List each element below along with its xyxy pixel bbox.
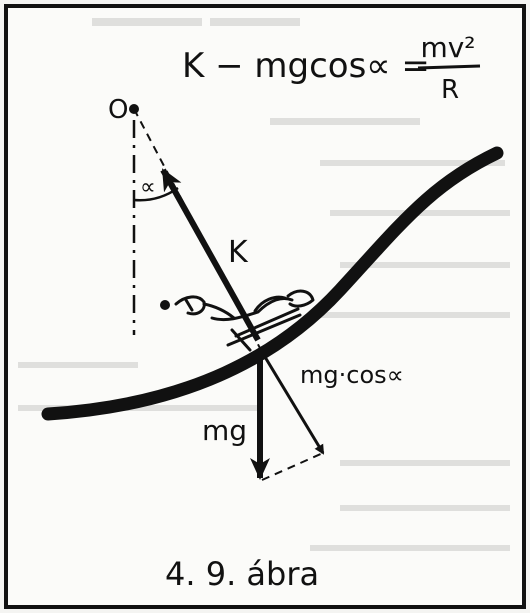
bleed-through-texture [18,18,510,551]
curved-track [41,146,504,421]
force-K-arrow [160,168,261,342]
fraction-bar [417,64,481,70]
projection-line [261,452,324,481]
equation-lhs: K − mgcos∝ = [182,46,430,86]
equation-denominator: R [441,75,459,105]
force-K-label: K [228,235,249,270]
figure-caption: 4. 9. ábra [165,555,319,593]
center-label: O [108,95,128,125]
force-mg-cos-label: mg·cos∝ [300,361,404,389]
sled-with-rider [174,289,315,352]
rider-head-dot [160,300,170,310]
angle-label: ∝ [140,175,156,200]
equation-numerator: mv² [420,31,475,64]
equation: K − mgcos∝ = mv² R [182,31,481,105]
force-mg-cos-arrow [260,351,325,455]
force-mg-label: mg [202,414,247,447]
